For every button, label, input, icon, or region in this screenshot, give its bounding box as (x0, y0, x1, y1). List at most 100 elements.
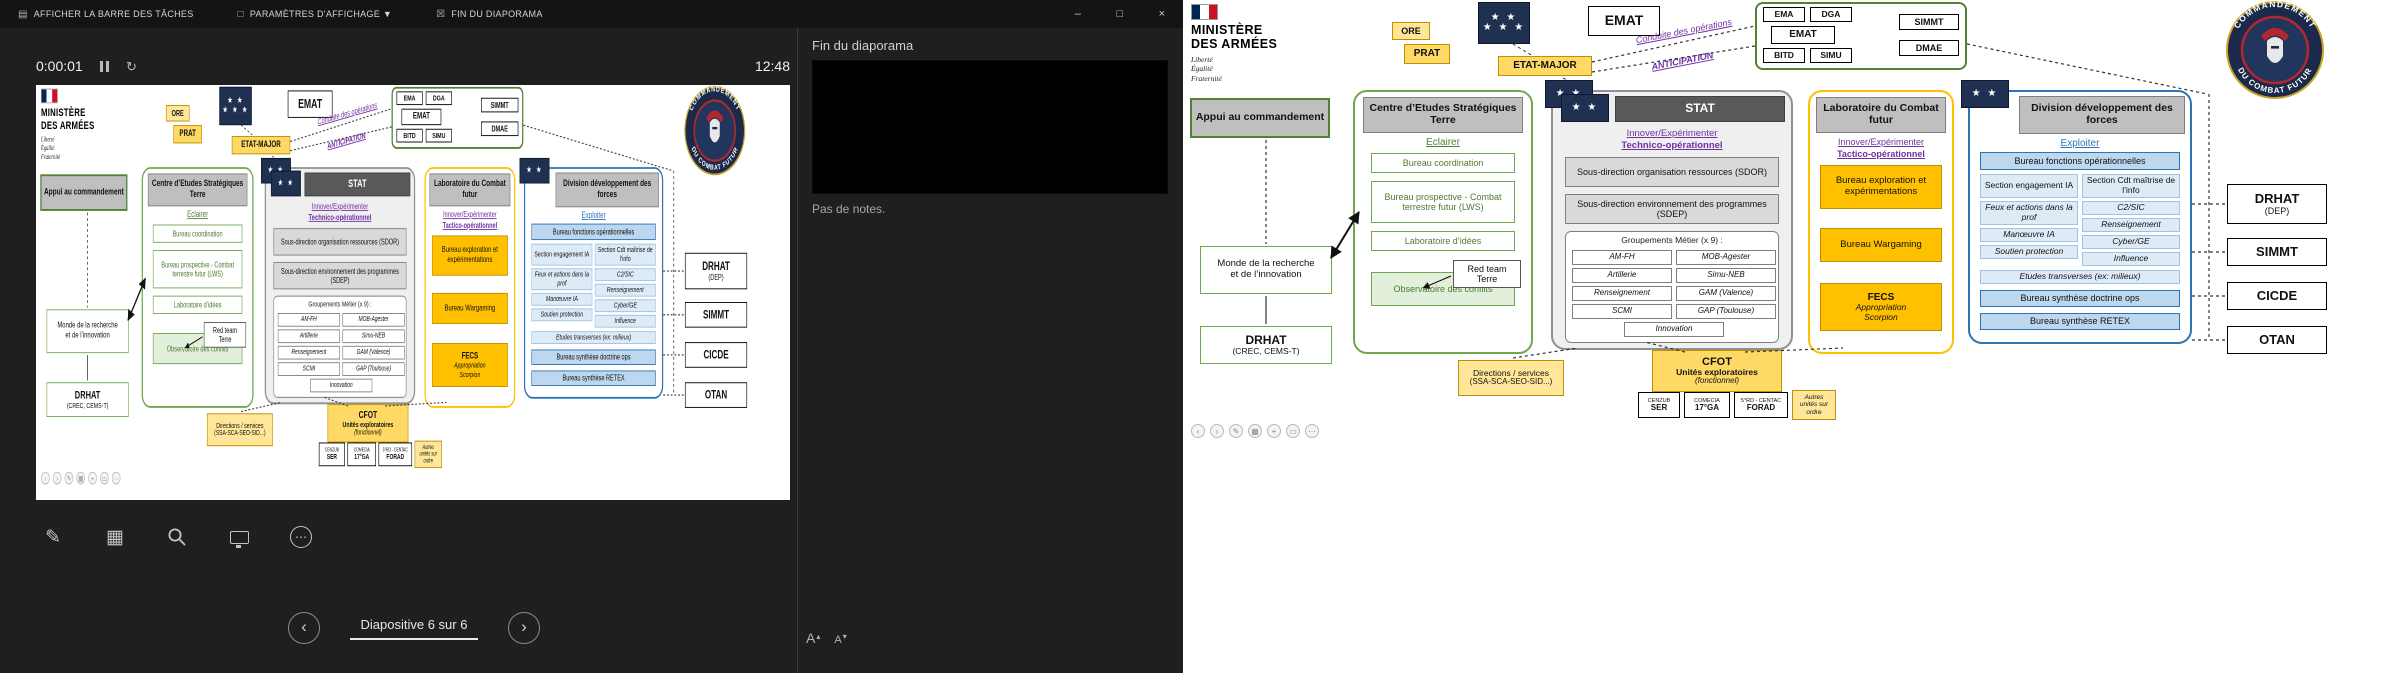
star-row: ★ ★ (227, 95, 244, 106)
black-screen-button[interactable] (226, 524, 252, 550)
combat-futur-badge: COMMANDEMENT DU COMBAT FUTUR (2226, 0, 2324, 99)
control-all-slides[interactable]: ▦ (1248, 424, 1262, 438)
control-previous[interactable]: ‹ (1191, 424, 1205, 438)
fecs-title: FECS (1867, 291, 1895, 303)
bitd-box: BITD (1763, 48, 1805, 63)
directions-services-box: Directions / services (SSA-SCA-SEO-SID..… (1458, 360, 1564, 396)
control-previous[interactable]: ‹ (40, 471, 50, 485)
groupement-mob-agester: MOB-Agester (1676, 250, 1776, 265)
control-zoom[interactable]: + (1267, 424, 1281, 438)
dga-box: DGA (425, 91, 452, 106)
cyber-ge-cell: Cyber/GE (594, 299, 656, 313)
restore-button[interactable]: □ (1116, 8, 1124, 20)
sdep-box: Sous-direction environnement des program… (1565, 194, 1779, 224)
red-team-box: Red team Terre (203, 322, 247, 348)
sdor-box: Sous-direction organisation ressources (… (1565, 157, 1779, 187)
control-subtitles[interactable]: ▭ (100, 471, 109, 485)
cest-header: Centre d’Etudes Stratégiques Terre (147, 173, 248, 207)
cfot-sub1: Unités exploratoires (1676, 366, 1758, 377)
groupement-renseignement: Renseignement (1572, 286, 1672, 301)
display-settings-button[interactable]: □ PARAMÈTRES D'AFFICHAGE ▼ (228, 0, 403, 28)
drhat-dep-box: DRHAT (DEP) (684, 252, 748, 290)
otan-partner-box: OTAN (684, 382, 748, 408)
groupement-artillerie: Artillerie (1572, 268, 1672, 283)
control-zoom[interactable]: + (88, 471, 97, 485)
control-next[interactable]: › (1210, 424, 1224, 438)
fecs-sub1: Appropriation (1855, 302, 1907, 313)
cest-header: Centre d’Etudes Stratégiques Terre (1363, 97, 1523, 133)
control-pen[interactable]: ✎ (1229, 424, 1243, 438)
unit-centac-bottom: FORAD (386, 452, 405, 461)
slide-navigation: ‹ Diapositive 6 sur 6 › (288, 612, 540, 644)
next-slide-thumbnail[interactable] (812, 60, 1168, 194)
control-pen[interactable]: ✎ (64, 471, 74, 485)
control-more[interactable]: ⋯ (111, 471, 121, 485)
slide-orgchart: MINISTÈRE DES ARMÉES Liberté Égalité Fra… (1183, 0, 2396, 455)
cyber-ge-cell: Cyber/GE (2082, 235, 2180, 249)
increase-font-button[interactable]: A▴ (806, 630, 820, 646)
cfot-title: CFOT (358, 409, 378, 421)
combat-futur-badge: COMMANDEMENT DU COMBAT FUTUR (684, 85, 746, 176)
current-slide-preview: MINISTÈRE DES ARMÉES Liberté Égalité Fra… (36, 85, 790, 500)
bureau-synthese-doctrine-box: Bureau synthèse doctrine ops (531, 349, 656, 365)
notes-text: Pas de notes. (812, 202, 886, 216)
hq-emat-box: EMAT (401, 108, 442, 126)
slide-counter: Diapositive 6 sur 6 (360, 616, 468, 632)
star-row: ★ ★ ★ (222, 105, 249, 116)
anticipation-label: ANTICIPATION (326, 130, 367, 151)
french-flag-icon (1191, 4, 1218, 20)
groupement-simu-neb: Simu-NEB (342, 329, 405, 344)
bureau-synthese-retex-box: Bureau synthèse RETEX (531, 370, 656, 386)
groupement-gap-toulouse: GAP (Toulouse) (1676, 304, 1776, 319)
cfot-box: CFOT Unités exploratoires (fonctionnel) (327, 404, 409, 443)
minimize-button[interactable]: – (1074, 8, 1082, 20)
control-all-slides[interactable]: ▦ (76, 471, 86, 485)
restart-timer-button[interactable]: ↻ (126, 59, 137, 75)
decrease-font-button[interactable]: A▾ (834, 630, 846, 646)
feux-actions-cell: Feux et actions dans la prof (531, 268, 593, 291)
helmet-icon (2267, 37, 2283, 63)
pen-tools-button[interactable]: ✎ (40, 524, 66, 550)
zoom-slide-button[interactable] (164, 524, 190, 550)
appui-commandement-box: Appui au commandement (1190, 98, 1330, 138)
cfot-box: CFOT Unités exploratoires (fonctionnel) (1652, 350, 1782, 392)
slide-orgchart: MINISTÈRE DES ARMÉES Liberté Égalité Fra… (36, 85, 790, 500)
previous-slide-button[interactable]: ‹ (288, 612, 320, 644)
bureau-prospective-box: Bureau prospective - Combat terrestre fu… (1371, 181, 1515, 223)
groupement-scmi: SCMI (1572, 304, 1672, 319)
star-row: ★ ★ (1490, 12, 1518, 23)
stat-tagline-1: Innover/Expérimenter (311, 201, 369, 212)
ministry-name-line1: MINISTÈRE (40, 105, 86, 119)
more-options-button[interactable]: ⋯ (288, 524, 314, 550)
all-slides-button[interactable]: ▦ (102, 524, 128, 550)
unit-comecia-top: COMECIA (353, 447, 370, 454)
close-button[interactable]: × (1158, 8, 1166, 20)
dmae-box: DMAE (481, 121, 519, 137)
pause-icon (98, 60, 110, 75)
ministry-name-line2: DES ARMÉES (1191, 37, 1278, 52)
simmt-partner-box: SIMMT (684, 302, 748, 328)
caret-down-icon: ▾ (842, 632, 847, 641)
sdep-box: Sous-direction environnement des program… (273, 261, 407, 290)
cicde-partner-box: CICDE (684, 342, 748, 368)
unit-cenzub-top: CENZUB (1647, 397, 1671, 404)
end-slideshow-button[interactable]: ☒ FIN DU DIAPORAMA (426, 0, 553, 28)
show-taskbar-button[interactable]: ▤ AFFICHER LA BARRE DES TÂCHES (8, 0, 204, 28)
next-slide-button[interactable]: › (508, 612, 540, 644)
show-taskbar-label: AFFICHER LA BARRE DES TÂCHES (33, 9, 194, 19)
control-more[interactable]: ⋯ (1305, 424, 1319, 438)
control-next[interactable]: › (52, 471, 62, 485)
dmae-box: DMAE (1899, 40, 1959, 56)
pause-timer-button[interactable] (98, 60, 110, 75)
motto-egalite: Égalité (1191, 64, 1213, 74)
control-subtitles[interactable]: ▭ (1286, 424, 1300, 438)
directions-line2: (SSA-SCA-SEO-SID...) (1469, 377, 1553, 387)
simmt-partner-box: SIMMT (2227, 238, 2327, 266)
division-stars-insignia: ★ ★ (519, 157, 550, 184)
laboratoire-idees-box: Laboratoire d’idées (152, 295, 243, 314)
bureau-exploration-box: Bureau exploration et expérimentations (431, 235, 508, 276)
cfot-title: CFOT (1702, 355, 1732, 368)
bureau-synthese-retex-box: Bureau synthèse RETEX (1980, 313, 2180, 330)
unit-centac-top: 5°RD - CENTAC (1740, 397, 1782, 404)
unit-autres-box: Autres unités sur ordre (1792, 390, 1836, 420)
